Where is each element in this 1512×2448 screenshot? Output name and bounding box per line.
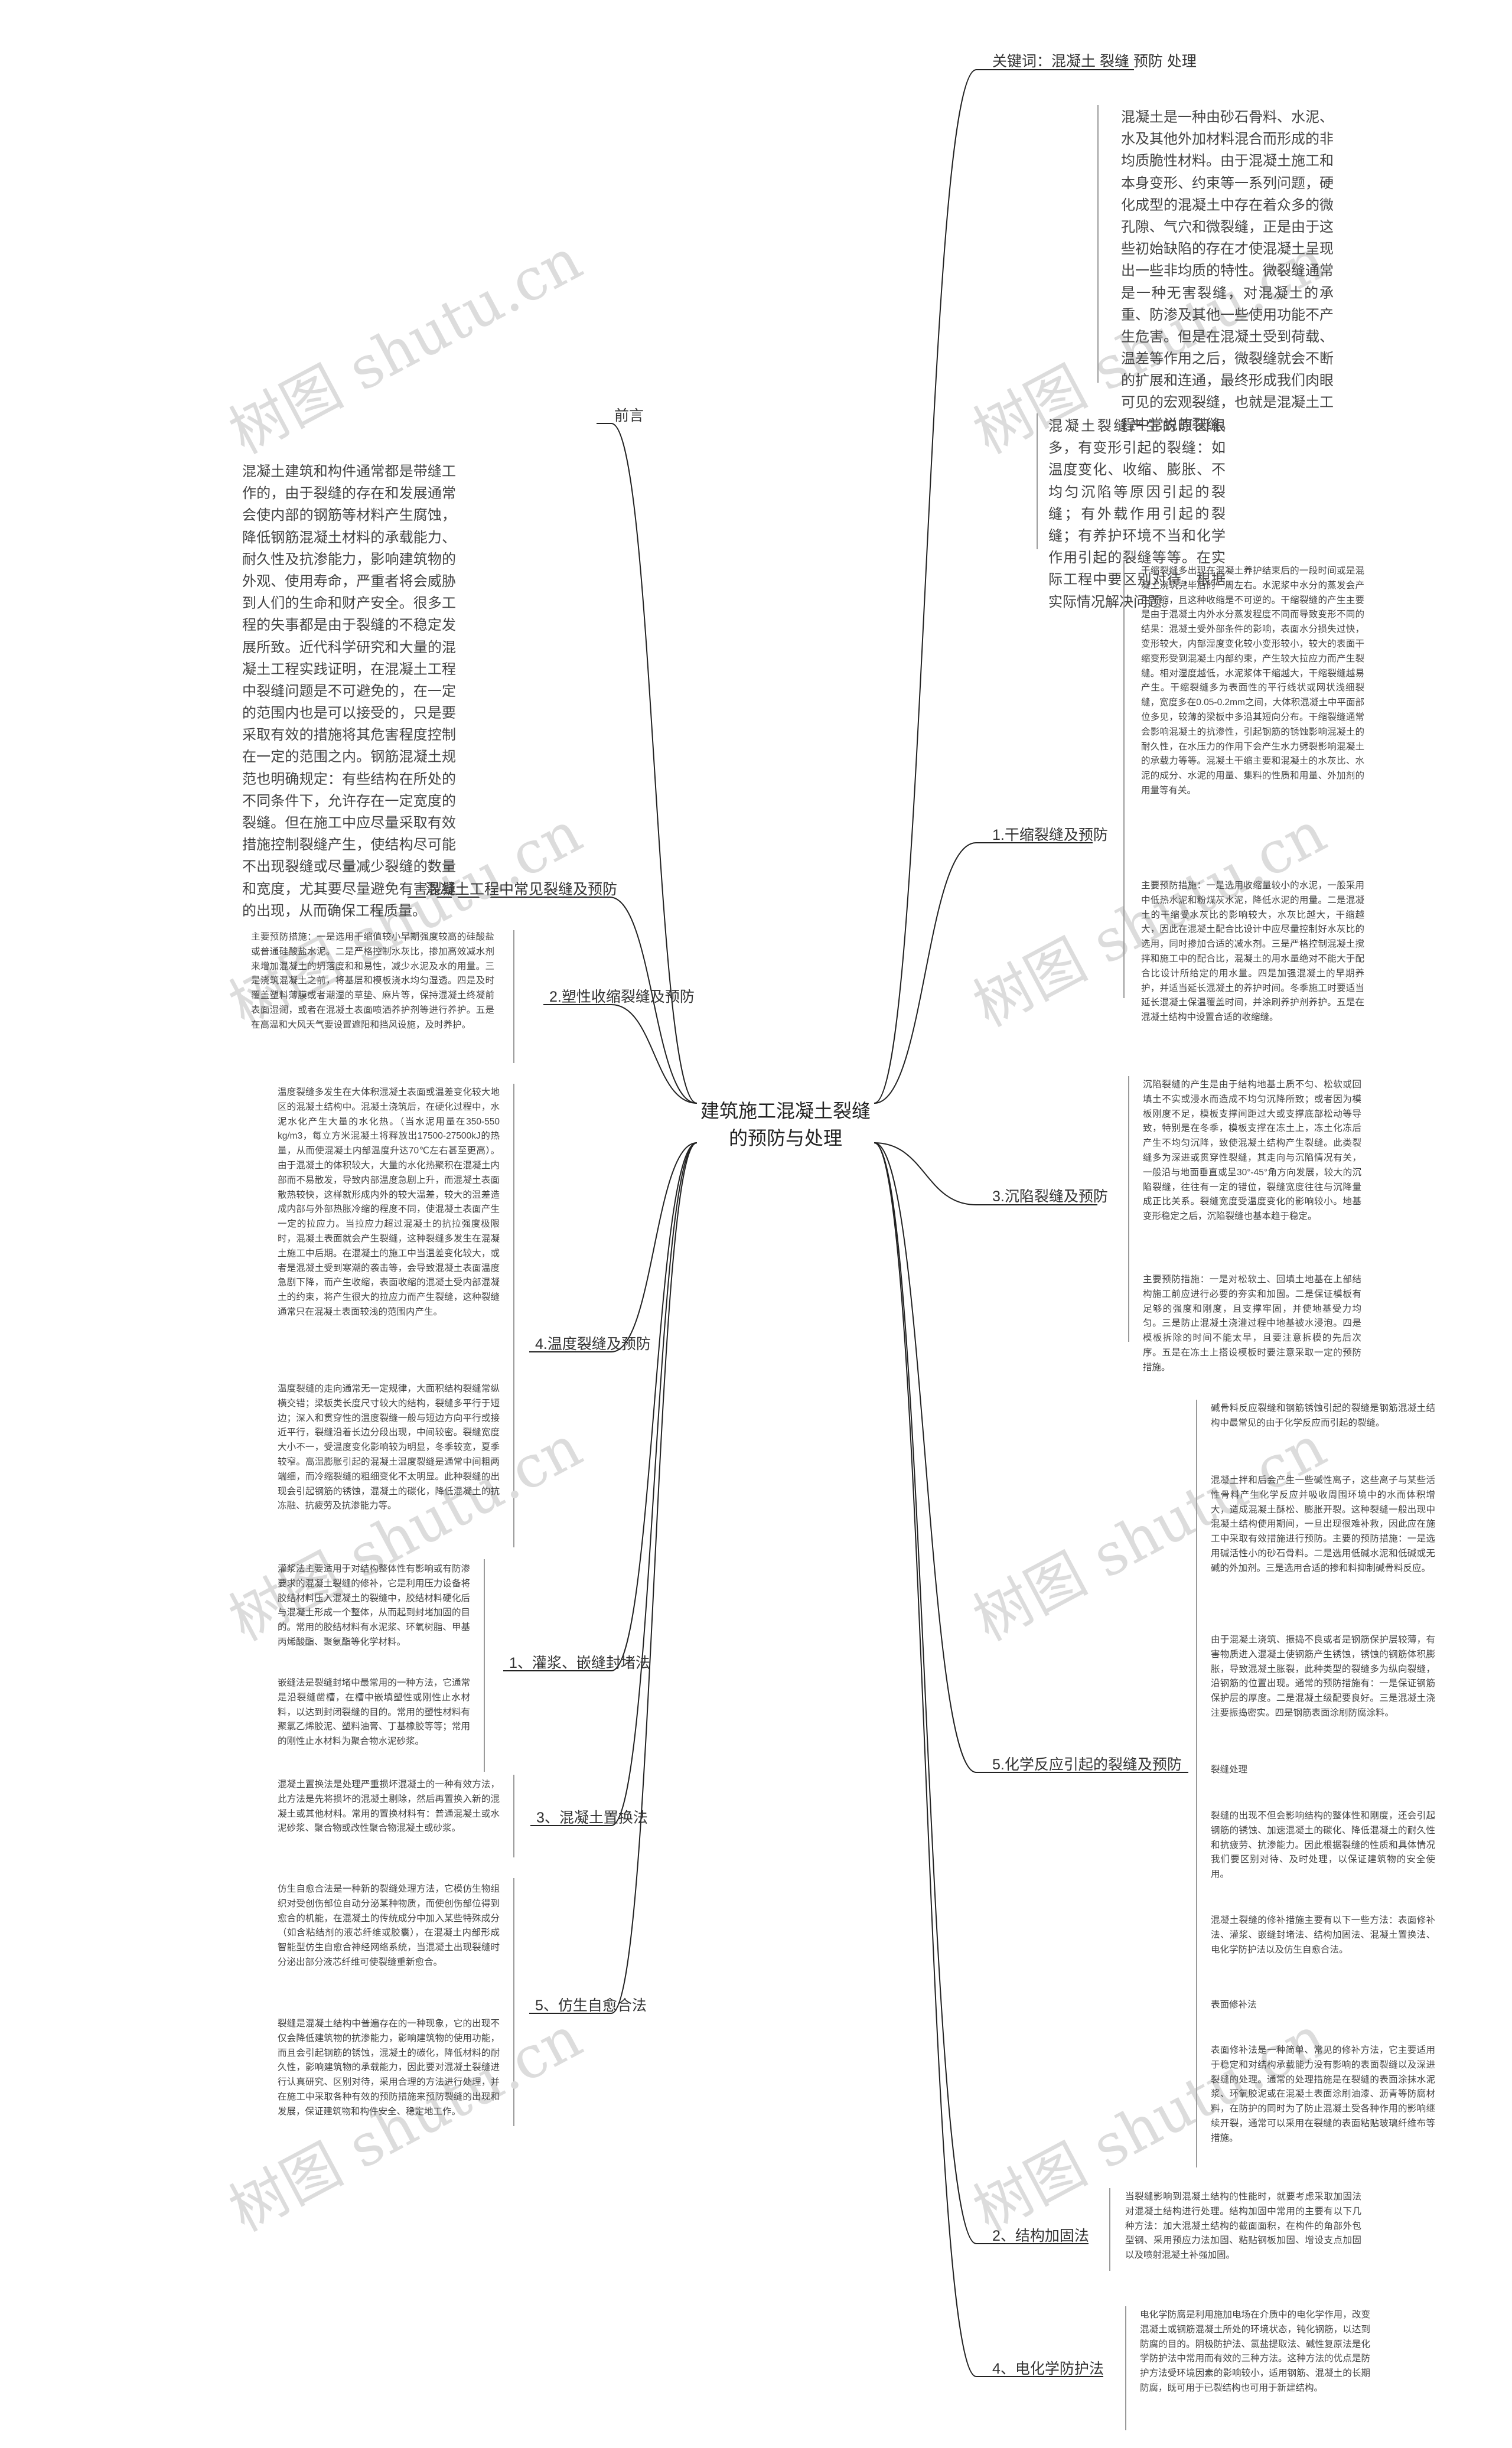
- bracket-line: [1123, 561, 1125, 998]
- connector-grouting: [611, 1142, 698, 1671]
- leaf-settlement-text-2: 主要预防措施：一是对松软土、回填土地基在上部结构施工前应进行必要的夯实和加固。二…: [1143, 1274, 1361, 1373]
- topic-settlement[interactable]: 3.沉陷裂缝及预防: [992, 1188, 1108, 1205]
- leaf-grouting-text-1: 灌浆法主要适用于对结构整体性有影响或有防渗要求的混凝土裂缝的修补，它是利用压力设…: [278, 1564, 470, 1647]
- connector-keywords: [874, 69, 977, 1104]
- connector-temperature: [611, 1142, 698, 1352]
- leaf-electro-text: 电化学防腐是利用施加电场在介质中的电化学作用，改变混凝土或钢筋混凝土所处的环境状…: [1140, 2310, 1370, 2393]
- connector-reinforce: [874, 1142, 977, 2244]
- bracket-line: [1196, 1400, 1197, 2167]
- bracket-line: [1125, 2306, 1126, 2430]
- leaf-temperature-text-1: 温度裂缝多发生在大体积混凝土表面或温差变化较大地区的混凝土结构中。混凝土浇筑后，…: [278, 1087, 500, 1317]
- connector-plastic-shrink: [611, 1004, 698, 1104]
- bracket-line: [1128, 1076, 1129, 1342]
- leaf-intro-text-2: 混凝土裂缝产生的原因很多，有变形引起的裂缝：如温度变化、收缩、膨胀、不均匀沉陷等…: [1048, 418, 1226, 610]
- topic-preface[interactable]: 前言: [614, 408, 644, 424]
- bracket-line: [1097, 105, 1099, 383]
- connector-dry-shrink: [874, 842, 977, 1104]
- leaf-dry-shrink-text-1: 干缩裂缝多出现在混凝土养护结束后的一段时间或是混凝土浇筑完毕后的一周左右。水泥浆…: [1141, 566, 1364, 796]
- leaf-plastic-shrink-text: 主要预防措施：一是选用干缩值较小早期强度较高的硅酸盐或普通硅酸盐水泥。二是严格控…: [251, 932, 494, 1030]
- leaf-chemical-text-5: 裂缝的出现不但会影响结构的整体性和刚度，还会引起钢筋的锈蚀、加速混凝土的碳化、降…: [1211, 1811, 1435, 1880]
- connector-biomimetic: [611, 1142, 698, 2014]
- root-topic[interactable]: 建筑施工混凝土裂缝的预防与处理: [700, 1100, 871, 1149]
- leaf-chemical-text-6: 混凝土裂缝的修补措施主要有以下一些方法：表面修补法、灌浆、嵌缝封堵法、结构加固法…: [1211, 1915, 1435, 1955]
- leaf-dry-shrink-text-2: 主要预防措施：一是选用收缩量较小的水泥，一般采用中低热水泥和粉煤灰水泥，降低水泥…: [1141, 881, 1364, 1023]
- leaf-chemical-text-8: 表面修补法是一种简单、常见的修补方法，它主要适用于稳定和对结构承载能力没有影响的…: [1211, 2045, 1435, 2143]
- topic-replacement[interactable]: 3、混凝土置换法: [536, 1810, 648, 1826]
- connector-replacement: [611, 1142, 698, 1826]
- topic-plastic-shrink[interactable]: 2.塑性收缩裂缝及预防: [549, 989, 695, 1005]
- leaf-chemical-text-2: 混凝土拌和后会产生一些碱性离子，这些离子与某些活性骨料产生化学反应并吸收周围环境…: [1211, 1475, 1435, 1573]
- leaf-preface-text: 混凝土建筑和构件通常都是带缝工作的，由于裂缝的存在和发展通常会使内部的钢筋等材料…: [242, 464, 456, 919]
- leaf-grouting-text-2: 嵌缝法是裂缝封堵中最常用的一种方法，它通常是沿裂缝凿槽，在槽中嵌填塑性或刚性止水…: [278, 1678, 470, 1747]
- leaf-settlement-text-1: 沉陷裂缝的产生是由于结构地基土质不匀、松软或回填土不实或浸水而造成不均匀沉降所致…: [1143, 1080, 1361, 1222]
- topic-grouting[interactable]: 1、灌浆、嵌缝封堵法: [509, 1655, 650, 1671]
- topic-dry-shrink[interactable]: 1.干缩裂缝及预防: [992, 827, 1108, 843]
- connector-settlement: [874, 1142, 977, 1205]
- leaf-chemical-text-3: 由于混凝土浇筑、振捣不良或者是钢筋保护层较薄，有害物质进入混凝土使钢筋产生锈蚀，…: [1211, 1635, 1435, 1718]
- connector-chemical: [874, 1142, 977, 1773]
- leaf-temperature-text-2: 温度裂缝的走向通常无一定规律，大面积结构裂缝常纵横交错；梁板类长度尺寸较大的结构…: [278, 1384, 500, 1511]
- leaf-chemical-text-7: 表面修补法: [1211, 2000, 1257, 2010]
- topic-common-cracks[interactable]: 混凝土工程中常见裂缝及预防: [425, 881, 618, 898]
- topic-keywords[interactable]: 关键词：混凝土 裂缝 预防 处理: [992, 53, 1197, 70]
- leaf-intro-text-1: 混凝土是一种由砂石骨料、水泥、水及其他外加材料混合而形成的非均质脆性材料。由于混…: [1121, 109, 1334, 433]
- topic-temperature[interactable]: 4.温度裂缝及预防: [535, 1336, 651, 1352]
- leaf-replacement-text: 混凝土置换法是处理严重损坏混凝土的一种有效方法，此方法是先将损坏的混凝土剔除，然…: [278, 1779, 500, 1834]
- bracket-line: [1109, 2188, 1110, 2271]
- leaf-biomimetic-text-2: 裂缝是混凝土结构中普遍存在的一种现象，它的出现不仅会降低建筑物的抗渗能力，影响建…: [278, 2019, 500, 2117]
- connector-preface: [611, 423, 698, 1104]
- leaf-chemical-text-4: 裂缝处理: [1211, 1765, 1248, 1775]
- topic-electro[interactable]: 4、电化学防护法: [992, 2361, 1104, 2377]
- bracket-line: [1037, 413, 1038, 549]
- topic-reinforce[interactable]: 2、结构加固法: [992, 2228, 1089, 2244]
- leaf-chemical-text-1: 碱骨料反应裂缝和钢筋锈蚀引起的裂缝是钢筋混凝土结构中最常见的由于化学反应而引起的…: [1211, 1403, 1435, 1428]
- connector-electro: [874, 1142, 977, 2377]
- topic-biomimetic[interactable]: 5、仿生自愈合法: [535, 1997, 647, 2014]
- topic-chemical[interactable]: 5.化学反应引起的裂缝及预防: [992, 1756, 1182, 1773]
- leaf-biomimetic-text-1: 仿生自愈合法是一种新的裂缝处理方法，它模仿生物组织对受创伤部位自动分泌某种物质，…: [278, 1884, 500, 1967]
- connector-common-cracks: [609, 897, 698, 1104]
- leaf-reinforce-text: 当裂缝影响到混凝土结构的性能时，就要考虑采取加固法对混凝土结构进行处理。结构加固…: [1125, 2192, 1361, 2261]
